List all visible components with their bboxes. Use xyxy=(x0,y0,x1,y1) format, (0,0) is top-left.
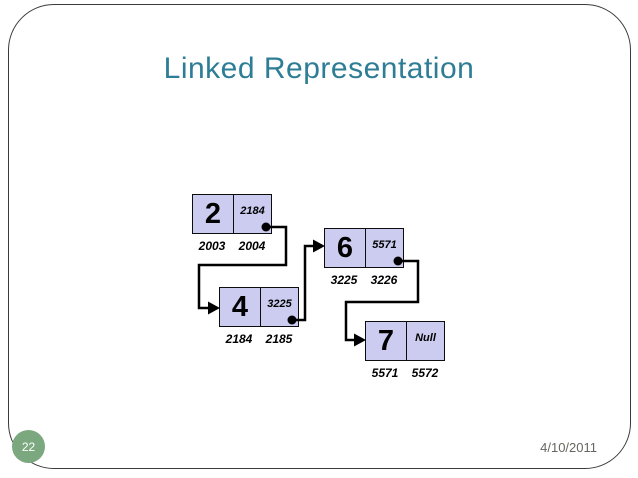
list-node-2: 2 2184 2003 2004 xyxy=(192,194,272,253)
node-data-cell: 4 xyxy=(220,288,261,326)
address-label: 2185 xyxy=(265,332,293,346)
node-data-cell: 6 xyxy=(325,229,366,267)
page-number: 22 xyxy=(21,439,36,454)
node-pointer-cell: Null xyxy=(415,332,436,344)
node-pointer-cell: 2184 xyxy=(240,205,265,217)
slide-date: 4/10/2011 xyxy=(540,440,597,455)
address-label: 2184 xyxy=(225,332,253,346)
address-label: 5571 xyxy=(371,366,399,380)
node-pointer-cell: 5571 xyxy=(372,239,397,251)
node-box: 2 2184 xyxy=(192,194,272,234)
list-node-4: 4 3225 2184 2185 xyxy=(219,287,299,346)
node-data-cell: 7 xyxy=(366,322,407,360)
node-addresses: 2184 2185 xyxy=(219,332,299,346)
node-box: 7 Null xyxy=(365,321,445,361)
slide-title: Linked Representation xyxy=(163,52,475,85)
address-label: 3226 xyxy=(370,273,398,287)
node-addresses: 5571 5572 xyxy=(365,366,445,380)
node-addresses: 2003 2004 xyxy=(192,239,272,253)
slide-border xyxy=(8,4,631,469)
node-box: 4 3225 xyxy=(219,287,299,327)
address-label: 2003 xyxy=(198,239,226,253)
node-addresses: 3225 3226 xyxy=(324,273,404,287)
node-pointer-cell: 3225 xyxy=(267,298,292,310)
node-box: 6 5571 xyxy=(324,228,404,268)
address-label: 2004 xyxy=(238,239,266,253)
node-data-cell: 2 xyxy=(193,195,234,233)
list-node-6: 6 5571 3225 3226 xyxy=(324,228,404,287)
list-node-7: 7 Null 5571 5572 xyxy=(365,321,445,380)
address-label: 5572 xyxy=(411,366,439,380)
address-label: 3225 xyxy=(330,273,358,287)
page-number-badge: 22 xyxy=(12,430,45,463)
